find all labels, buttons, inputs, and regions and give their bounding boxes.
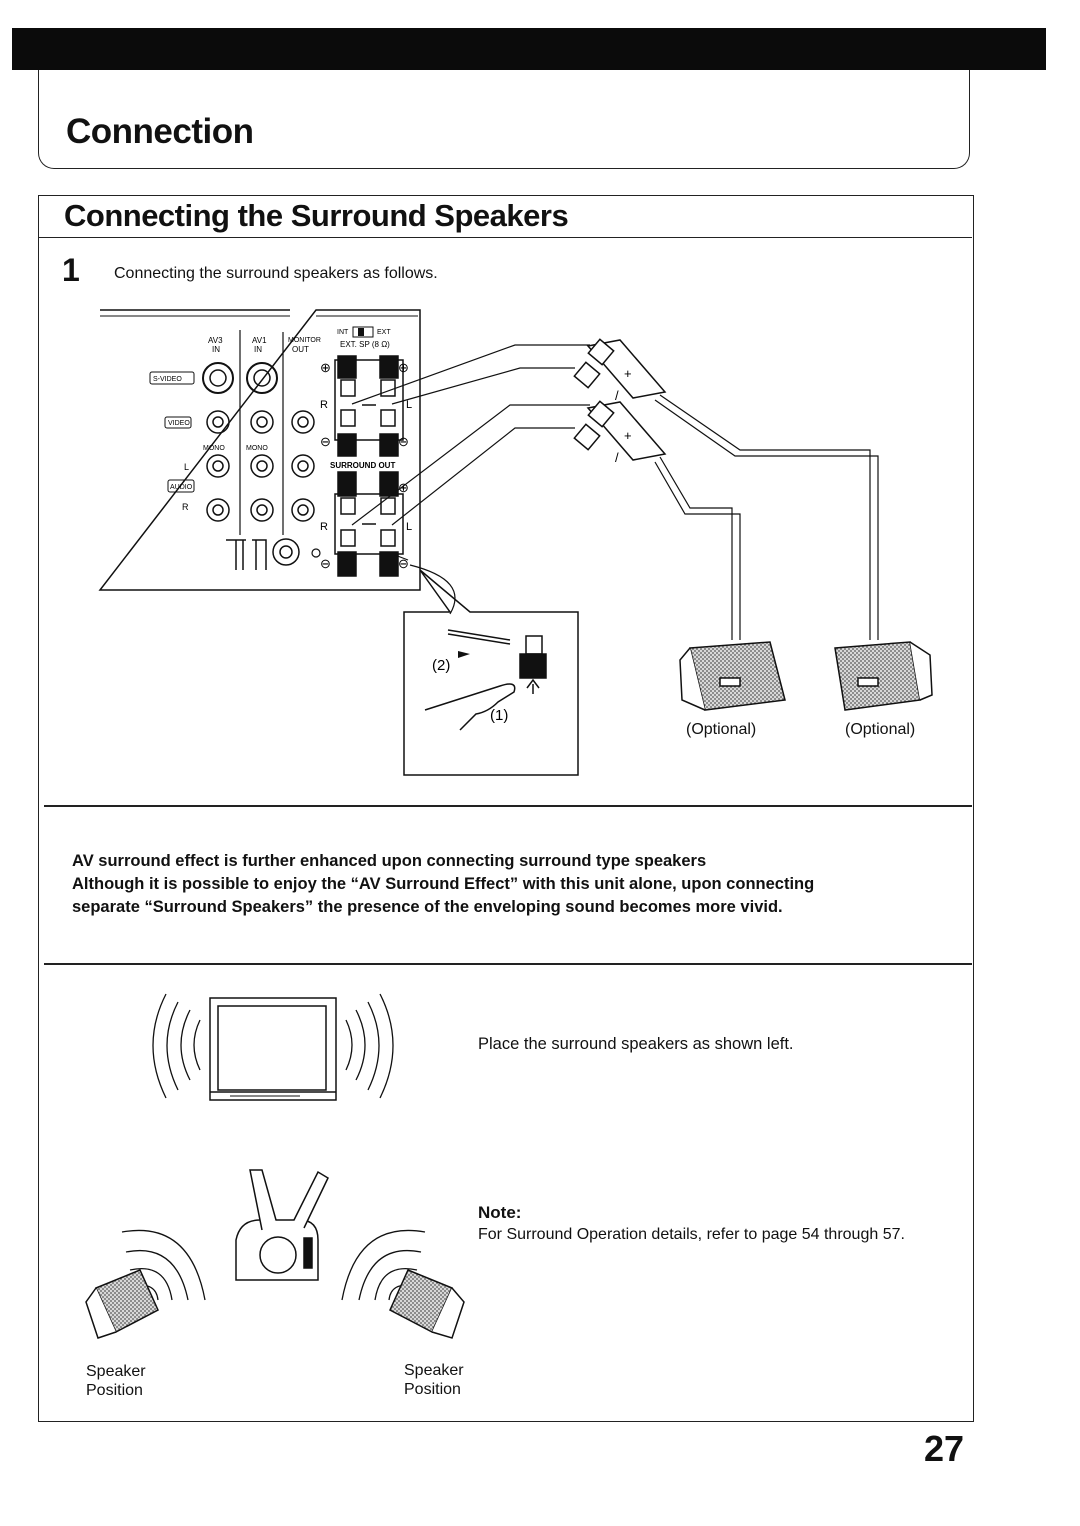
tv-rear-panel <box>98 309 421 591</box>
connector-plug-top <box>573 338 667 399</box>
hand-icon <box>424 683 516 731</box>
divider-1 <box>44 805 972 807</box>
antenna-jack <box>272 538 300 566</box>
step-number: 1 <box>62 252 80 288</box>
minus-symbol-4: ⊖ <box>398 556 409 571</box>
description-line-2: Although it is possible to enjoy the “AV… <box>72 875 815 893</box>
monitor-label: MONITOR <box>288 337 321 344</box>
placement-text: Place the surround speakers as shown lef… <box>478 1035 794 1053</box>
inset-detail-frame <box>403 569 579 776</box>
speaker-position-right-line2: Position <box>404 1381 461 1398</box>
svideo-jack-av3 <box>202 362 234 394</box>
placement-illustration <box>85 993 465 1339</box>
ext-label: EXT <box>377 329 391 336</box>
av1-label: AV1 <box>252 336 267 345</box>
minus-symbol-3: ⊖ <box>320 556 331 571</box>
description-line-3: separate “Surround Speakers” the presenc… <box>72 898 783 916</box>
minus-mark-bottom: / <box>615 450 619 465</box>
av1-in-label: IN <box>254 345 262 354</box>
channel-r-top: R <box>320 399 328 411</box>
plus-symbol-2: ⊕ <box>398 360 409 375</box>
minus-symbol-2: ⊖ <box>398 434 409 449</box>
header-frame <box>38 70 970 169</box>
listener-icon <box>235 1169 329 1281</box>
rear-speaker-left <box>85 1269 159 1339</box>
av3-label: AV3 <box>208 336 223 345</box>
rear-speaker-right <box>389 1269 465 1339</box>
video-tag <box>164 416 192 429</box>
top-black-bar <box>12 28 1046 70</box>
audio-r-label: R <box>182 502 189 512</box>
ext-speaker-terminals <box>334 355 404 457</box>
speaker-position-right-line1: Speaker <box>404 1362 464 1379</box>
svideo-label: S-VIDEO <box>153 376 182 383</box>
speaker-position-left: Speaker Position <box>86 1362 146 1400</box>
speaker-wires <box>351 344 590 561</box>
channel-l-top: L <box>406 399 412 411</box>
channel-l-bottom: L <box>406 521 412 533</box>
screw <box>311 548 321 558</box>
step-text: Connecting the surround speakers as foll… <box>114 265 438 282</box>
plus-symbol-1: ⊕ <box>320 360 331 375</box>
av3-in-label: IN <box>212 345 220 354</box>
minus-mark-top: / <box>615 388 619 403</box>
optional-label-right: (Optional) <box>845 721 916 738</box>
switch-knob <box>358 328 364 336</box>
tv-front-icon <box>209 997 337 1101</box>
plus-symbol-3: ⊕ <box>398 480 409 495</box>
speaker-position-right: Speaker Position <box>404 1361 464 1399</box>
plus-mark-bottom: + <box>624 428 632 443</box>
speaker-cables <box>654 394 879 640</box>
page-title: Connection <box>66 112 254 151</box>
video-jacks <box>206 410 315 434</box>
audio-l-label: L <box>184 462 189 472</box>
svideo-jack-av1 <box>246 362 278 394</box>
push-arrow <box>458 651 470 658</box>
inset-terminal <box>447 629 547 694</box>
audio-label: AUDIO <box>170 484 193 491</box>
ext-sp-label: EXT. SP (8 Ω) <box>340 340 390 349</box>
surround-out-terminals <box>334 471 404 577</box>
int-label: INT <box>337 329 349 336</box>
note-title: Note: <box>478 1203 522 1222</box>
int-ext-switch <box>352 326 374 338</box>
video-label: VIDEO <box>168 420 190 427</box>
monitor-out-label: OUT <box>292 345 309 354</box>
surround-speaker-right <box>834 641 933 711</box>
mono-left-label: MONO <box>203 445 225 452</box>
audio-jacks <box>206 454 315 522</box>
description-line-1: AV surround effect is further enhanced u… <box>72 852 707 870</box>
plus-mark-top: + <box>624 366 632 381</box>
surround-out-label: SURROUND OUT <box>330 461 395 470</box>
inset-step-1: (1) <box>490 707 508 724</box>
content-frame <box>38 195 974 1422</box>
speaker-position-left-line1: Speaker <box>86 1363 146 1380</box>
speaker-position-left-line2: Position <box>86 1382 143 1399</box>
section-title: Connecting the Surround Speakers <box>64 198 569 233</box>
surround-speaker-left <box>679 641 786 711</box>
inset-step-2: (2) <box>432 657 450 674</box>
page-number: 27 <box>924 1428 965 1469</box>
mono-right-label: MONO <box>246 445 268 452</box>
channel-r-bottom: R <box>320 521 328 533</box>
connection-diagram: AV3 IN AV1 IN MONITOR OUT INT EXT EXT. S… <box>98 309 933 776</box>
section-title-frame <box>38 195 972 238</box>
note-text: For Surround Operation details, refer to… <box>478 1226 905 1243</box>
description-paragraph: AV surround effect is further enhanced u… <box>72 850 952 919</box>
tv-sound-waves <box>152 993 394 1099</box>
audio-tag <box>167 479 195 493</box>
divider-2 <box>44 963 972 965</box>
optional-label-left: (Optional) <box>686 721 757 738</box>
svideo-tag <box>149 371 195 385</box>
logo-mark <box>226 539 267 570</box>
connector-plug-bottom <box>573 400 667 461</box>
minus-symbol-1: ⊖ <box>320 434 331 449</box>
